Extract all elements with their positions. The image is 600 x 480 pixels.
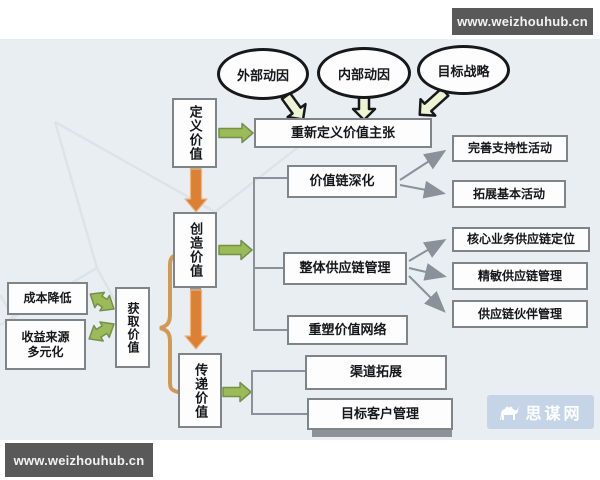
stage-deliver-value: 传递价值 bbox=[178, 353, 222, 428]
driver-ellipse-internal: 内部动因 bbox=[317, 47, 411, 99]
node-core-business-scm-positioning: 核心业务供应链定位 bbox=[452, 227, 590, 252]
node-overall-supply-chain-mgmt: 整体供应链管理 bbox=[283, 252, 407, 285]
node-channel-expansion: 渠道拓展 bbox=[305, 355, 447, 390]
node-expand-basic-activities: 拓展基本活动 bbox=[452, 180, 566, 208]
site-watermark-bottom: www.weizhouhub.cn bbox=[5, 443, 153, 477]
node-target-customer-mgmt: 目标客户管理 bbox=[307, 398, 453, 430]
node-improve-support-activities: 完善支持性活动 bbox=[452, 135, 568, 162]
site-watermark-top: www.weizhouhub.cn bbox=[452, 8, 593, 35]
logo-text: 思谋网 bbox=[525, 406, 583, 423]
driver-ellipse-strategy: 目标战略 bbox=[417, 45, 510, 95]
driver-ellipse-external: 外部动因 bbox=[217, 48, 309, 100]
stage-create-value: 创造价值 bbox=[173, 212, 217, 288]
node-value-chain-deepening: 价值链深化 bbox=[287, 165, 397, 198]
logo-simou: 思谋网 bbox=[487, 395, 594, 429]
node-revenue-diversification: 收益来源 多元化 bbox=[5, 319, 86, 370]
node-redefine-value-proposition: 重新定义价值主张 bbox=[254, 118, 432, 148]
stage-define-value: 定义价值 bbox=[172, 98, 217, 168]
node-supply-chain-partner-mgmt: 供应链伙伴管理 bbox=[452, 300, 588, 328]
camel-icon bbox=[500, 406, 520, 420]
stage-capture-value: 获取价值 bbox=[115, 287, 150, 368]
node-cost-reduction: 成本降低 bbox=[7, 282, 88, 315]
node-reshape-value-network: 重塑价值网络 bbox=[287, 315, 408, 345]
node-agile-supply-chain-mgmt: 精敏供应链管理 bbox=[452, 262, 588, 290]
target-customer-box-shadow bbox=[312, 430, 452, 437]
